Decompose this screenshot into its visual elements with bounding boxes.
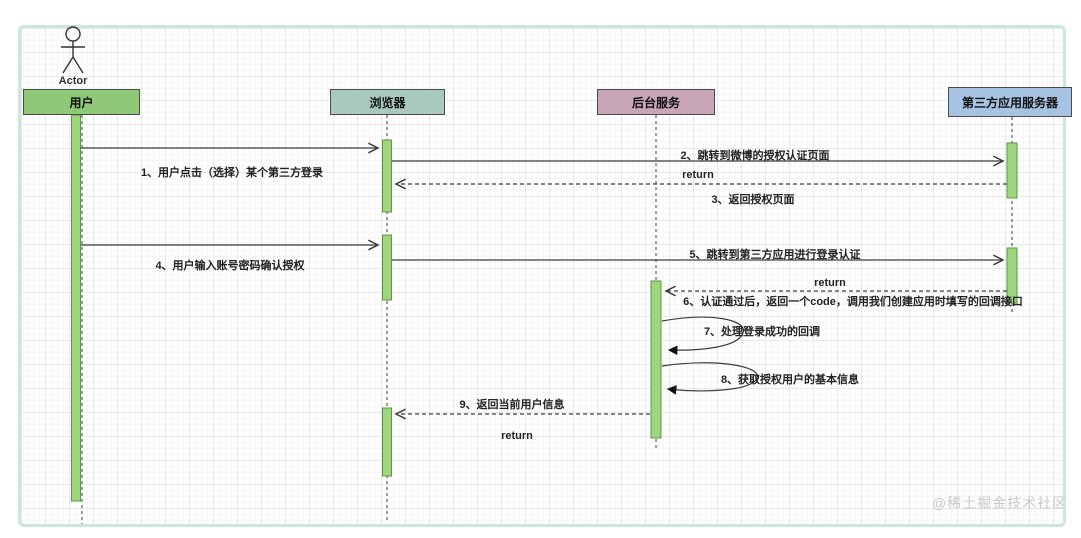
return-label-3: return: [501, 430, 533, 442]
activation-browser-2: [382, 234, 392, 301]
participant-backend-box: 后台服务: [597, 89, 715, 115]
arrow-self-msg7: [661, 316, 744, 356]
message-label-5: 5、跳转到第三方应用进行登录认证: [689, 249, 861, 261]
participant-user-box: 用户: [23, 89, 140, 115]
activation-thirdparty-1: [1006, 142, 1018, 199]
message-label-2: 2、跳转到微博的授权认证页面: [680, 150, 830, 162]
participant-browser-box: 浏览器: [330, 89, 445, 115]
diagram-frame: [18, 25, 1066, 527]
message-label-6: 6、认证通过后，返回一个code，调用我们创建应用时填写的回调接口: [683, 296, 1023, 308]
return-label-1: return: [682, 169, 714, 181]
activation-browser-3: [382, 407, 392, 477]
actor-label: Actor: [58, 75, 88, 87]
arrow-self-msg8: [661, 362, 758, 395]
message-label-1: 1、用户点击（选择）某个第三方登录: [140, 167, 324, 179]
activation-thirdparty-2: [1006, 247, 1018, 304]
activation-backend: [650, 280, 662, 439]
return-label-2: return: [814, 277, 846, 289]
message-label-3: 3、返回授权页面: [711, 194, 795, 206]
watermark: @稀土掘金技术社区: [932, 495, 1068, 511]
message-label-8: 8、获取授权用户的基本信息: [720, 374, 860, 386]
message-label-4: 4、用户输入账号密码确认授权: [155, 260, 305, 272]
activation-user: [71, 114, 81, 502]
actor-icon: [61, 26, 85, 74]
message-label-9: 9、返回当前用户信息: [459, 399, 565, 411]
message-label-7: 7、处理登录成功的回调: [703, 326, 821, 338]
participant-thirdparty-box: 第三方应用服务器: [948, 87, 1072, 117]
activation-browser-1: [382, 139, 392, 213]
